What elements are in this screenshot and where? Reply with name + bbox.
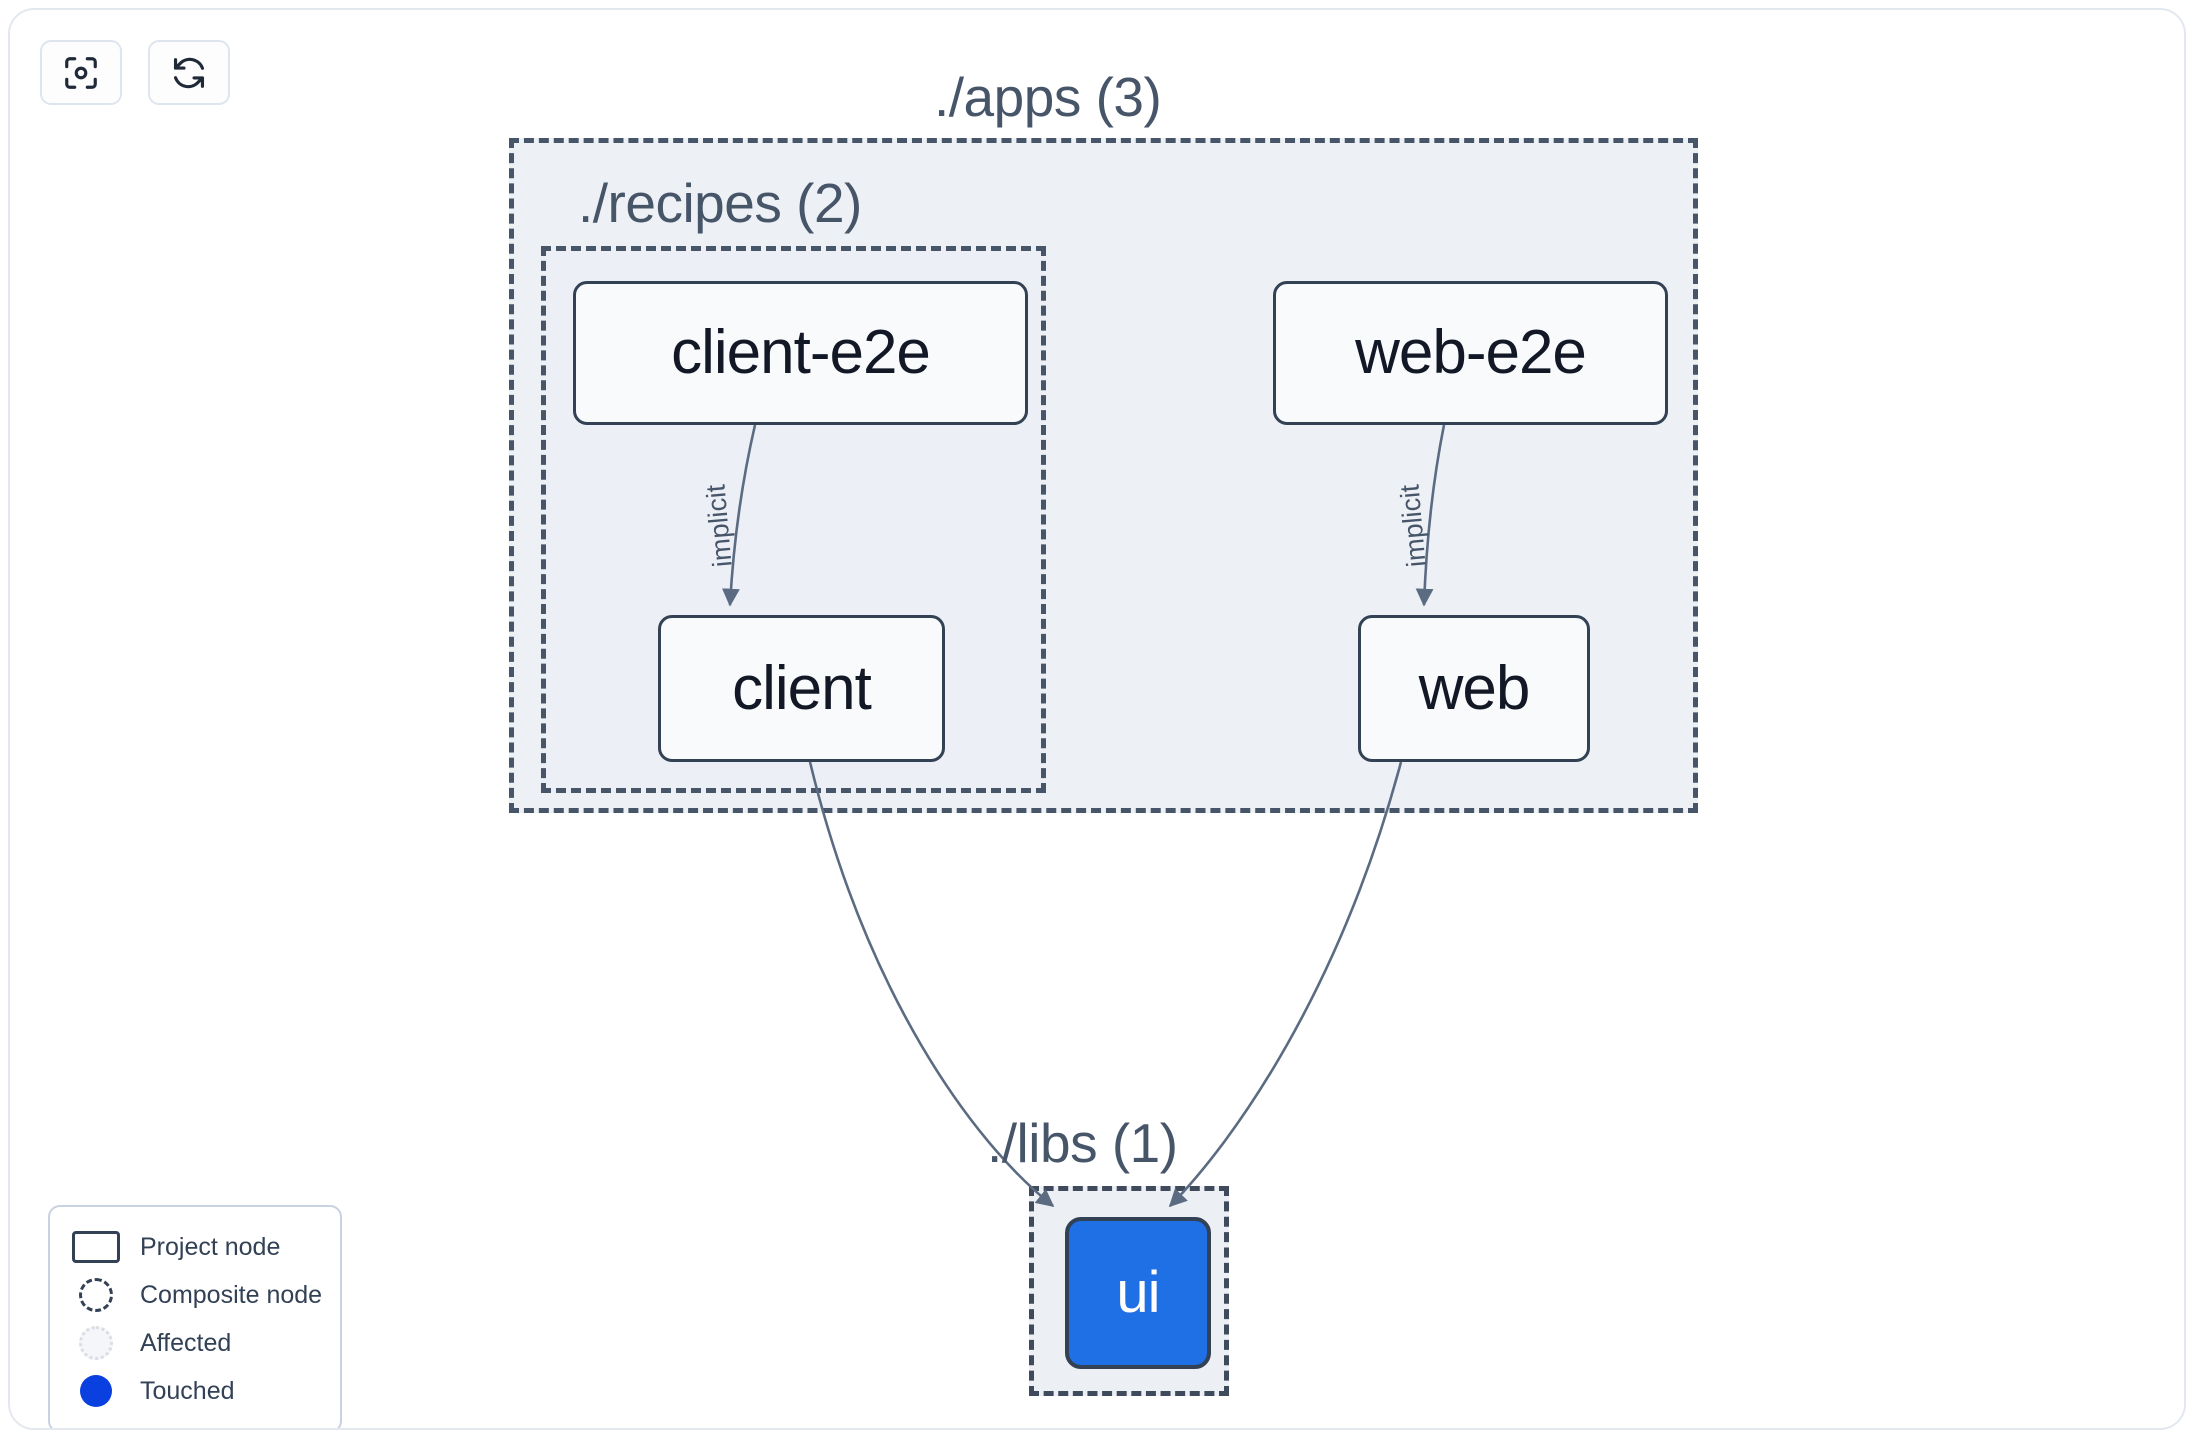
group-label-apps: ./apps (3) (934, 66, 1162, 128)
touched-swatch (70, 1374, 122, 1408)
group-label-recipes: ./recipes (2) (578, 172, 862, 234)
project-node-ui[interactable]: ui (1065, 1217, 1211, 1369)
node-label: client-e2e (671, 318, 931, 387)
edge-web-to-ui (1168, 761, 1403, 1208)
project-node-client[interactable]: client (658, 615, 945, 762)
node-label: ui (1116, 1260, 1160, 1325)
project-node-swatch (70, 1230, 122, 1264)
node-label: client (732, 653, 872, 723)
graph-canvas[interactable]: ./apps (3) ./recipes (2) ./libs (1) impl… (10, 10, 2184, 1428)
node-label: web-e2e (1355, 318, 1587, 387)
refresh-graph-button[interactable] (148, 40, 230, 105)
refresh-sync-icon (170, 54, 208, 92)
group-label-libs: ./libs (1) (987, 1112, 1178, 1174)
graph-legend: Project node Composite node Affected Tou… (48, 1205, 342, 1428)
legend-item-affected: Affected (70, 1319, 322, 1367)
legend-item-composite-node: Composite node (70, 1271, 322, 1319)
legend-item-touched: Touched (70, 1367, 322, 1415)
legend-label: Touched (140, 1376, 235, 1405)
project-node-client-e2e[interactable]: client-e2e (573, 281, 1028, 425)
project-node-web-e2e[interactable]: web-e2e (1273, 281, 1668, 425)
legend-label: Project node (140, 1232, 281, 1261)
focus-target-icon (62, 54, 100, 92)
affected-swatch (70, 1326, 122, 1360)
node-label: web (1418, 653, 1531, 723)
project-node-web[interactable]: web (1358, 615, 1590, 762)
graph-viewport: ./apps (3) ./recipes (2) ./libs (1) impl… (8, 8, 2186, 1430)
graph-toolbar (40, 40, 230, 105)
legend-label: Composite node (140, 1280, 323, 1309)
legend-label: Affected (140, 1328, 232, 1357)
composite-node-swatch (70, 1278, 122, 1312)
legend-item-project-node: Project node (70, 1223, 322, 1271)
focus-graph-button[interactable] (40, 40, 122, 105)
